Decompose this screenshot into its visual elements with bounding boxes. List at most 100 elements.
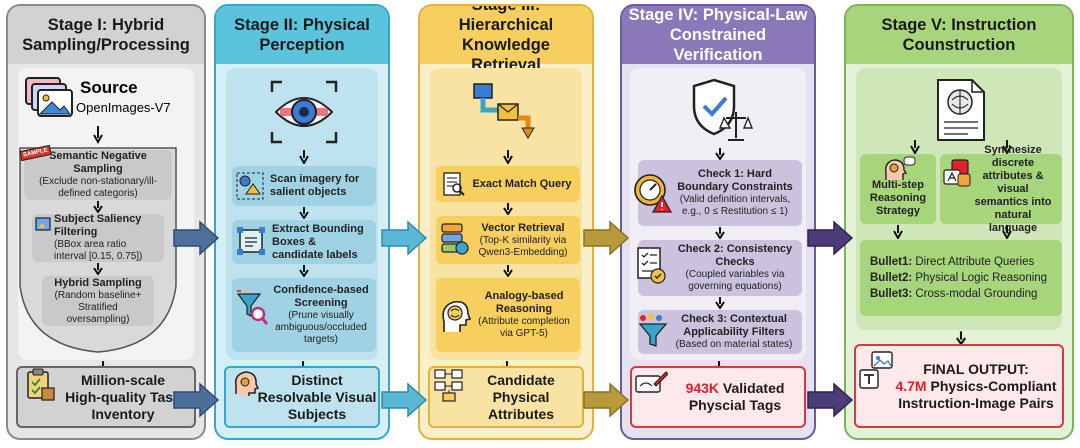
step-scan-imagery: Scan imagery for salient objects	[232, 166, 376, 206]
bullets-panel: Bullet1: Direct Attribute Queries Bullet…	[860, 240, 1062, 316]
final-output-title: FINAL OUTPUT:	[923, 360, 1029, 377]
flow-retrieval-icon	[473, 83, 535, 139]
step-title: Extract Bounding Boxes & candidate label…	[272, 222, 364, 261]
final-output-label: 4.7M Physics-Compliant Instruction-Image…	[895, 378, 1056, 412]
arrow-right-icon	[381, 382, 428, 418]
shapes-scan-icon	[236, 172, 264, 200]
step-desc: (BBox area ratio interval [0.15, 0.75])	[54, 239, 143, 262]
step-title: Confidence-based Screening	[273, 284, 369, 309]
step-desc: (Exclude non-stationary/ill-defined cate…	[39, 176, 157, 199]
pen-tag-icon	[635, 371, 668, 393]
arrow-down-icon	[715, 148, 725, 160]
arrow-right-icon	[583, 220, 630, 256]
arrow-down-icon	[93, 126, 103, 144]
arrow-down-icon	[503, 203, 513, 215]
gauge-warning-icon	[634, 174, 672, 213]
document-search-icon	[443, 172, 465, 196]
step-desc: (Coupled variables via governing equatio…	[685, 269, 785, 292]
bullet-label: Bullet2:	[870, 272, 913, 284]
arrow-down-icon	[299, 150, 309, 164]
arrow-right-icon	[173, 220, 220, 256]
stage-1-output-label: Million-scale High-quality Task Inventor…	[65, 371, 181, 422]
arrow-down-icon	[1002, 140, 1012, 154]
stage-3-output-label: Candidate Physical Attributes	[487, 371, 555, 422]
arrow-right-icon	[381, 220, 428, 256]
step-synthesize-language: Synthesize discrete attributes & visual …	[940, 144, 1062, 234]
filter-funnel-icon	[638, 314, 668, 347]
bullet-3: Bullet3: Cross-modal Grounding	[870, 286, 1037, 302]
stage-4-panel: Stage IV: Physical-Law Constrained Verif…	[620, 4, 816, 440]
arrow-down-icon	[956, 331, 966, 346]
stage-2-title: Stage II: Physical Perception	[216, 6, 388, 64]
text-image-icon	[859, 351, 893, 389]
arrow-down-icon	[715, 227, 725, 239]
arrow-down-icon	[93, 201, 103, 213]
arrow-right-icon	[173, 382, 220, 418]
step-extract-bboxes: Extract Bounding Boxes & candidate label…	[232, 220, 376, 264]
step-hybrid-sampling: Hybrid Sampling (Random baseline+ Strati…	[42, 276, 154, 326]
bullet-text: Physical Logic Reasoning	[912, 272, 1048, 284]
eye-scan-icon	[270, 80, 338, 144]
stage-4-output-label: 943K Validated Physcial Tags	[686, 380, 785, 414]
task-inventory-icon	[27, 368, 55, 401]
stage-3-panel: Stage III: Hierarchical Knowledge Retrie…	[418, 4, 594, 440]
step-check-3-contextual: Check 3: Contextual Applicability Filter…	[638, 310, 802, 354]
arrow-right-icon	[807, 220, 854, 256]
step-title: Analogy-based Reasoning	[484, 290, 564, 315]
stage-1-inner: Source OpenImages-V7 Semantic Negative S…	[18, 68, 194, 360]
step-title: Synthesize discrete attributes & visual …	[974, 143, 1052, 234]
step-title: Hybrid Sampling	[54, 276, 142, 289]
source-subtitle: OpenImages-V7	[76, 100, 171, 115]
checklist-icon	[637, 247, 666, 284]
arrow-right-icon	[583, 382, 630, 418]
step-subject-saliency-filtering: Subject Saliency Filtering (BBox area ra…	[32, 213, 164, 262]
validated-tags-count: 943K	[685, 380, 720, 396]
validated-tags-label: Validated Physcial Tags	[688, 380, 785, 413]
arrow-down-icon	[1002, 225, 1012, 239]
step-title: Check 2: Consistency Checks	[677, 243, 793, 268]
stage-1-output: Million-scale High-quality Task Inventor…	[16, 366, 196, 428]
brain-document-icon	[937, 79, 985, 141]
step-title: Semantic Negative Sampling	[49, 150, 147, 175]
bbox-filter-icon	[35, 217, 51, 231]
stage-2-panel: Stage II: Physical Perception Scan image…	[214, 4, 390, 440]
database-vector-icon	[441, 223, 469, 255]
thinking-head-icon	[884, 156, 916, 180]
step-semantic-negative-sampling: Semantic Negative Sampling (Exclude non-…	[24, 150, 172, 200]
step-title: Check 3: Contextual Applicability Filter…	[681, 313, 787, 338]
attribute-tree-icon	[434, 369, 463, 402]
instruction-pairs-label: Physics-Compliant Instruction-Image Pair…	[898, 377, 1057, 411]
step-desc: (Based on material states)	[675, 339, 793, 350]
step-desc: (Attribute completion via GPT-5)	[478, 316, 570, 339]
step-desc: (Random baseline+ Stratified oversamplin…	[54, 289, 142, 325]
bullet-label: Bullet3:	[870, 288, 913, 300]
arrow-down-icon	[910, 140, 920, 154]
stage-1-panel: Stage I: Hybrid Sampling/Processing Sour…	[6, 4, 206, 440]
stage-4-title: Stage IV: Physical-Law Constrained Verif…	[622, 6, 814, 64]
stage-2-output-label: Distinct Resolvable Visual Subjects	[257, 371, 377, 422]
brain-head-icon	[442, 300, 472, 332]
step-title: Scan imagery for salient objects	[270, 173, 360, 198]
arrow-down-icon	[299, 207, 309, 219]
stage-3-inner: Exact Match Query Vector Retrieval (Top-…	[430, 68, 582, 360]
bullet-label: Bullet1:	[870, 256, 913, 268]
stage-3-title: Stage III: Hierarchical Knowledge Retrie…	[420, 6, 592, 74]
bounding-box-icon	[237, 227, 265, 255]
translate-icon	[943, 159, 971, 187]
step-title: Exact Match Query	[472, 177, 572, 190]
bullet-text: Cross-modal Grounding	[912, 288, 1038, 300]
step-title: Multi-step Reasoning Strategy	[869, 179, 927, 217]
step-title: Vector Retrieval	[481, 221, 565, 234]
arrow-down-icon	[503, 265, 513, 277]
bullet-2: Bullet2: Physical Logic Reasoning	[870, 270, 1047, 286]
arrow-right-icon	[807, 382, 854, 418]
stage-5-inner: Multi-step Reasoning Strategy Synthesize…	[856, 68, 1062, 330]
step-title: Subject Saliency Filtering	[54, 213, 142, 238]
step-check-2-consistency: Check 2: Consistency Checks (Coupled var…	[638, 240, 802, 296]
source-title: Source	[80, 78, 138, 97]
shield-scales-icon	[692, 78, 754, 141]
bullet-text: Direct Attribute Queries	[912, 256, 1035, 268]
step-desc: (Top-K similarity via Qwen3-Embedding)	[478, 234, 568, 258]
bullet-1: Bullet1: Direct Attribute Queries	[870, 254, 1034, 270]
arrow-down-icon	[299, 265, 309, 277]
